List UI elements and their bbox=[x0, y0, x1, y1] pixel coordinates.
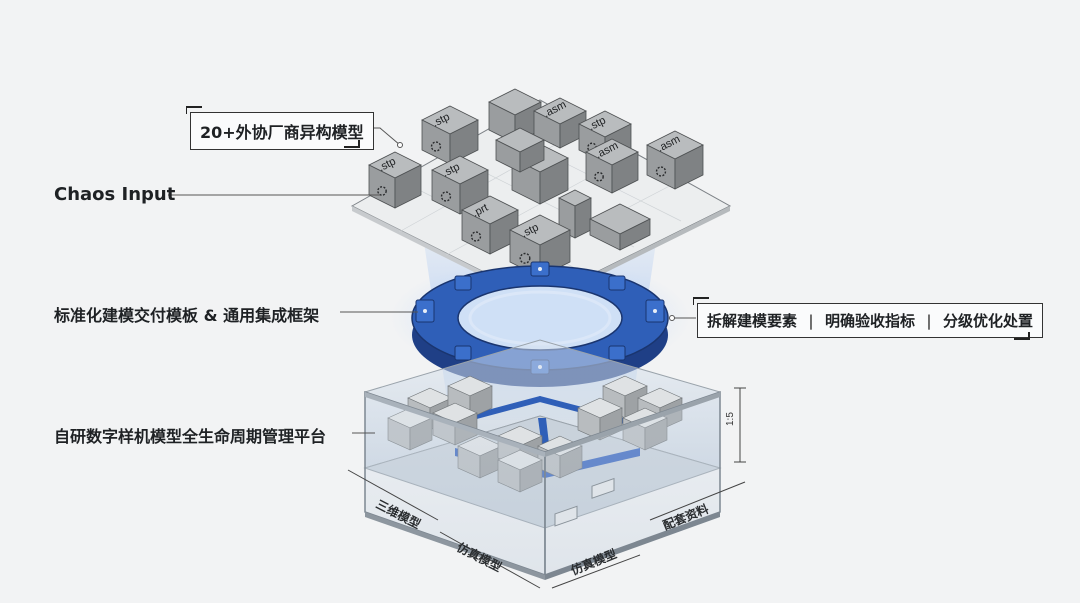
requirement-separator-2: | bbox=[926, 312, 932, 330]
gear-icon bbox=[430, 141, 442, 152]
gear-icon bbox=[440, 191, 452, 202]
input-cube: .asm bbox=[646, 130, 704, 190]
gear-icon bbox=[655, 166, 667, 177]
framework-label: 标准化建模交付模板 & 通用集成框架 bbox=[54, 306, 320, 325]
platform-label: 自研数字样机模型全生命周期管理平台 bbox=[54, 427, 327, 446]
input-cube: .prt bbox=[461, 195, 519, 255]
gear-icon bbox=[377, 186, 387, 196]
chaos-input-label: Chaos Input bbox=[54, 184, 176, 205]
requirement-item-2: 明确验收指标 bbox=[824, 312, 915, 330]
gear-icon bbox=[519, 252, 531, 264]
requirement-item-3: 分级优化处置 bbox=[942, 312, 1033, 330]
input-cube: .stp bbox=[431, 155, 489, 215]
callout-requirements: 拆解建模要素 | 明确验收指标 | 分级优化处置 bbox=[697, 303, 1043, 338]
input-cube bbox=[589, 203, 651, 251]
callout-corner-top-right bbox=[693, 297, 709, 305]
gear-icon bbox=[470, 231, 482, 242]
input-cube bbox=[558, 189, 592, 239]
input-cube: .stp bbox=[368, 151, 422, 209]
requirement-item-1: 拆解建模要素 bbox=[707, 312, 798, 330]
input-cubes: .stp.asm.stp.stp.stp.prt.asm.asm.prt.stp bbox=[368, 88, 704, 278]
callout-corner-bottom-right bbox=[1014, 332, 1030, 340]
callout-corner-top bbox=[186, 106, 202, 114]
callout-corner-bottom bbox=[344, 140, 360, 148]
input-cube: .stp bbox=[509, 214, 571, 278]
input-cube: .stp bbox=[421, 105, 479, 165]
input-cube: .asm bbox=[533, 97, 587, 149]
input-cube bbox=[495, 127, 545, 173]
container-front-walls bbox=[364, 390, 721, 580]
dimension-lines bbox=[347, 387, 746, 589]
callout-suppliers-text: 20+外协厂商异构模型 bbox=[200, 123, 364, 142]
requirement-separator-1: | bbox=[808, 312, 814, 330]
callout-suppliers: 20+外协厂商异构模型 bbox=[190, 112, 374, 150]
height-mark: 1:5 bbox=[725, 412, 736, 426]
input-cube: .asm bbox=[585, 138, 639, 194]
gear-icon bbox=[594, 171, 604, 182]
